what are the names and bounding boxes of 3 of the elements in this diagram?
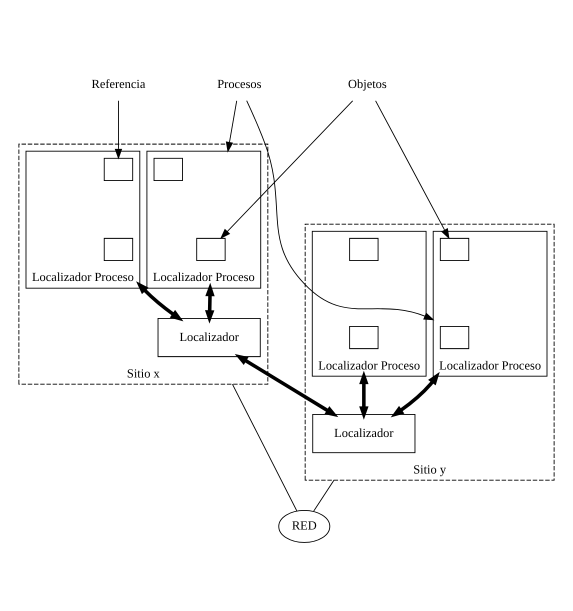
node-text: Objetos (348, 76, 387, 91)
node-text: Referencia (92, 76, 146, 91)
node-text: Procesos (217, 76, 262, 91)
